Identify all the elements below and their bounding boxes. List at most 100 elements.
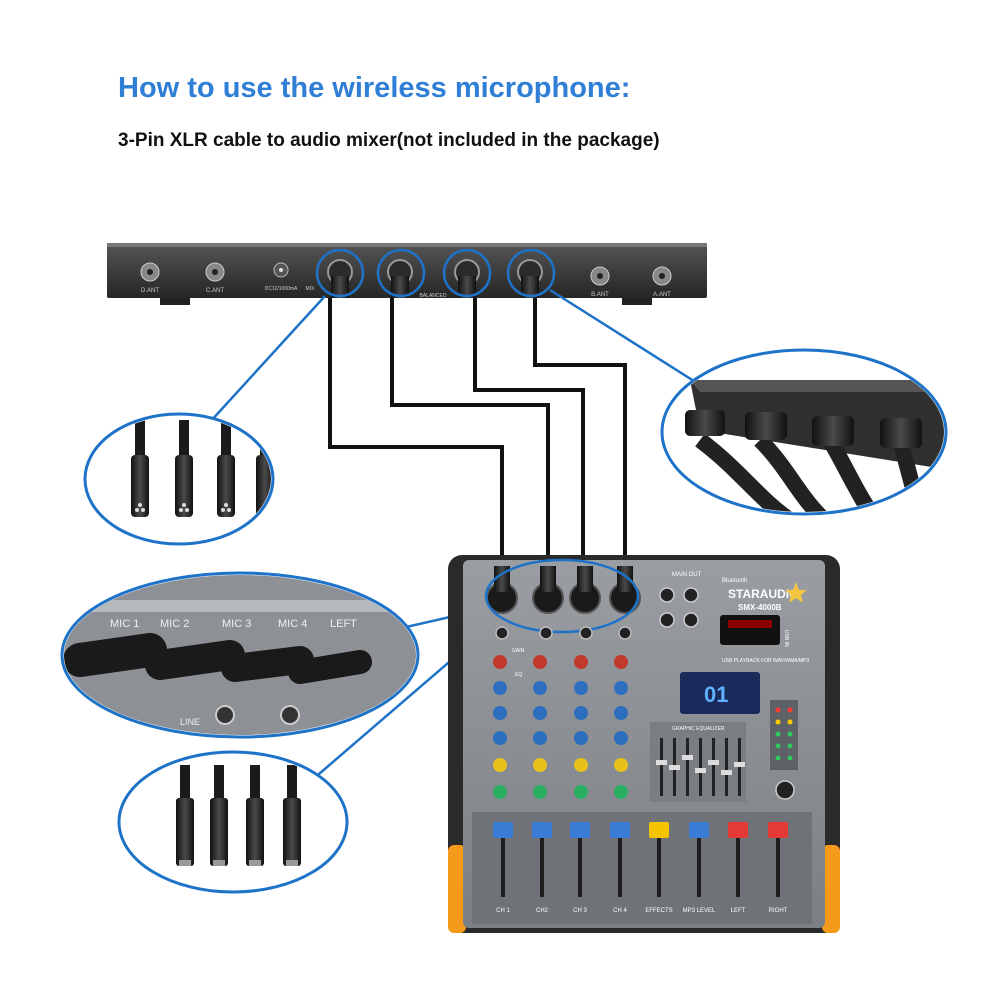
antenna-connector-b <box>590 266 610 286</box>
mixer-xlr-input-2 <box>532 566 564 614</box>
cable-1 <box>328 298 504 566</box>
strip-label-ch1: CH 1 <box>496 908 510 914</box>
audio-mixer: STARAUDIO SMX-4000B Bluetooth MAIN OUT U… <box>448 555 840 933</box>
antenna-connector-d <box>140 262 160 282</box>
label-b-ant: B.ANT <box>591 292 609 298</box>
mixer-xlr-input-3 <box>569 566 601 614</box>
closeup-label-line: LINE <box>180 717 200 727</box>
xlr-plug <box>685 410 725 436</box>
fader-section: CH 1 CH2 CH 3 CH 4 EFFECTS MP3 LEVEL LEF… <box>472 812 812 924</box>
knob-column-1 <box>493 655 507 799</box>
line-jack <box>215 705 235 725</box>
strip-label-ch3: CH 3 <box>573 908 587 914</box>
highlight-circle <box>442 248 492 298</box>
page-title: How to use the wireless microphone: <box>118 72 631 104</box>
label-d-ant: D.ANT <box>141 288 159 294</box>
strip-label-effects: EFFECTS <box>645 908 672 914</box>
receiver-xlr-out-3 <box>454 259 480 298</box>
xlr-plug <box>880 418 922 448</box>
fader-right[interactable] <box>768 822 788 838</box>
receiver-xlr-out-2 <box>387 259 413 298</box>
effect-display <box>680 672 760 714</box>
closeup-label-mic2: MIC 2 <box>160 618 189 630</box>
fader-ch3[interactable] <box>570 822 590 838</box>
receiver-output-highlights <box>315 248 556 298</box>
main-out-jack <box>659 612 675 628</box>
highlight-circle <box>376 248 426 298</box>
xlr-plug <box>745 412 787 440</box>
strip-label-ch2: CH2 <box>536 908 549 914</box>
female-xlr-connector <box>131 420 149 517</box>
closeup-label-mic3: MIC 3 <box>222 618 251 630</box>
label-dc-power: DC12/1000mA <box>265 286 298 292</box>
line-jack <box>618 626 632 640</box>
fader-left[interactable] <box>728 822 748 838</box>
page-subtitle: 3-Pin XLR cable to audio mixer(not inclu… <box>118 130 660 151</box>
receiver-xlr-out-4 <box>517 259 543 298</box>
label-mix: MIX <box>306 286 316 292</box>
fader-mp3-level[interactable] <box>689 822 709 838</box>
main-out-jack <box>683 587 699 603</box>
main-out-jack <box>659 587 675 603</box>
label-a-ant: A.ANT <box>653 292 671 298</box>
cable-4 <box>533 298 627 566</box>
mixer-bluetooth-label: Bluetooth <box>722 578 747 584</box>
mixer-usb-label: USB IN <box>783 630 789 647</box>
line-jack <box>280 705 300 725</box>
xlr-plug <box>812 416 854 446</box>
closeup-label-mic1: MIC 1 <box>110 618 139 630</box>
mixer-xlr-input-1 <box>486 566 518 614</box>
effect-display-digits: 01 <box>704 682 728 707</box>
cable-3 <box>473 298 585 566</box>
antenna-connector-c <box>205 262 225 282</box>
strip-label-left: LEFT <box>731 908 746 914</box>
fader-ch2[interactable] <box>532 822 552 838</box>
label-balanced: BALANCED <box>420 293 447 299</box>
knob-column-4 <box>614 655 628 799</box>
usb-caption: USB PLAYBACK FOR WAV/WMA/MP3 <box>722 658 809 664</box>
knob-column-2 <box>533 655 547 799</box>
fader-ch1[interactable] <box>493 822 513 838</box>
cable-2 <box>390 298 550 566</box>
callout-male-xlr <box>117 750 349 894</box>
channel-knobs <box>493 655 628 799</box>
strip-label-right: RIGHT <box>769 908 788 914</box>
fader-ch4[interactable] <box>610 822 630 838</box>
mixer-main-out-label: MAIN OUT <box>672 572 702 578</box>
power-jack <box>273 262 289 278</box>
line-jack <box>495 626 509 640</box>
main-out-jack <box>683 612 699 628</box>
receiver-unit: D.ANT C.ANT DC12/1000mA MIX BALANCED B.A… <box>107 243 707 305</box>
female-xlr-connector <box>175 420 193 517</box>
leader-line <box>209 295 326 423</box>
label-c-ant: C.ANT <box>206 288 224 294</box>
fader-effects[interactable] <box>649 822 669 838</box>
male-xlr-connector <box>176 765 194 866</box>
line-jacks <box>495 626 632 640</box>
callout-female-xlr <box>83 412 275 546</box>
antenna-connector-a <box>652 266 672 286</box>
mixer-model: SMX-4000B <box>738 603 782 612</box>
knob-column-3 <box>574 655 588 799</box>
closeup-label-left: LEFT <box>330 618 357 630</box>
xlr-cables <box>328 298 627 566</box>
level-meter <box>770 700 798 770</box>
gain-label: GAIN <box>512 648 525 654</box>
phones-jack <box>775 780 795 800</box>
callout-receiver-closeup <box>660 348 948 516</box>
strip-label-mp3-level: MP3 LEVEL <box>683 908 716 914</box>
fader-tracks <box>501 825 780 897</box>
usb-player <box>720 615 780 645</box>
graphic-eq-label: GRAPHIC EQUALIZER <box>672 726 725 732</box>
highlight-circle <box>315 248 365 298</box>
male-xlr-connector <box>283 765 301 866</box>
star-icon <box>785 582 807 603</box>
eq-label: EQ <box>515 672 522 678</box>
male-xlr-connector <box>210 765 228 866</box>
callout-mixer-inputs-closeup: MIC 1 MIC 2 MIC 3 MIC 4 LEFT LINE <box>60 571 420 739</box>
leader-line <box>549 288 717 397</box>
line-jack <box>579 626 593 640</box>
strip-label-ch4: CH 4 <box>613 908 627 914</box>
mixer-brand: STARAUDIO <box>728 587 798 601</box>
male-xlr-connector <box>246 765 264 866</box>
